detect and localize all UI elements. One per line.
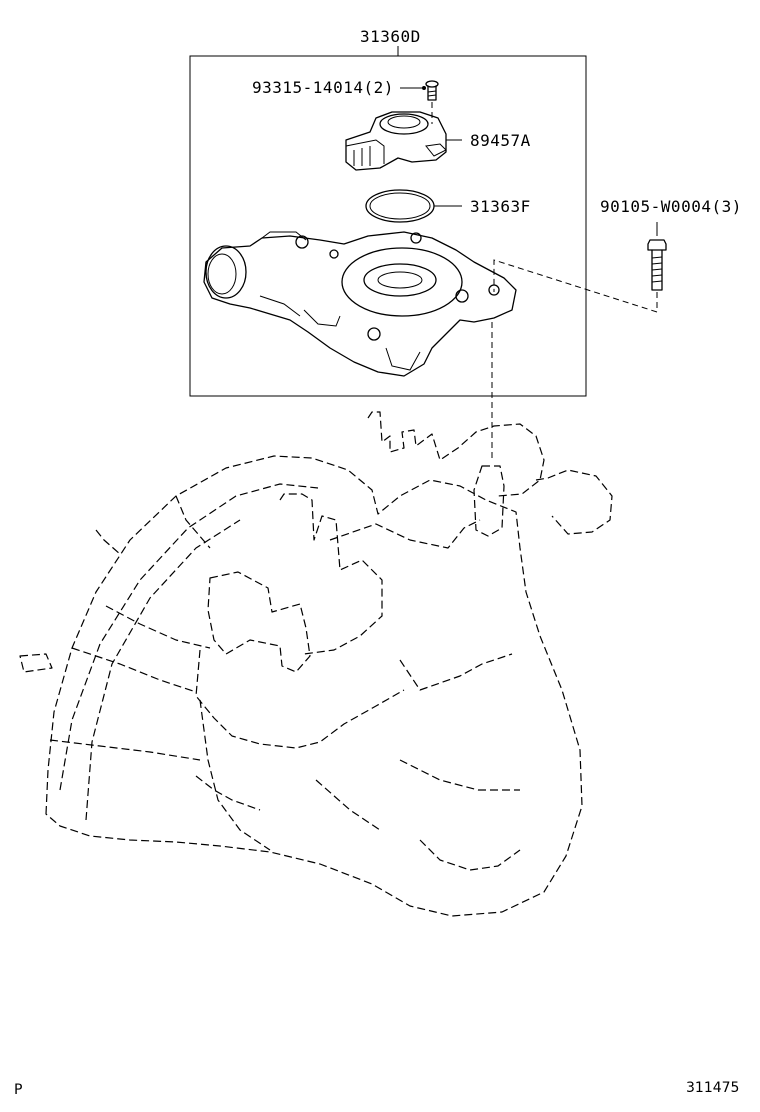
footer-left-code: P: [14, 1082, 23, 1098]
transaxle-drawing: [19, 411, 613, 917]
o-ring-drawing: [365, 189, 462, 223]
o-ring-label: 31363F: [470, 197, 531, 216]
footer-figure-number: 311475: [686, 1080, 740, 1096]
assembly-number-label: 31360D: [360, 27, 421, 46]
assembly-box: [189, 46, 587, 397]
large-bolt-drawing: [491, 222, 667, 462]
actuator-drawing: [203, 231, 517, 377]
small-bolt-drawing: [400, 80, 439, 124]
bolt-large-label: 90105-W0004(3): [600, 197, 742, 216]
sensor-label: 89457A: [470, 131, 531, 150]
sensor-drawing: [345, 111, 462, 171]
bolt-small-label: 93315-14014(2): [252, 78, 394, 97]
